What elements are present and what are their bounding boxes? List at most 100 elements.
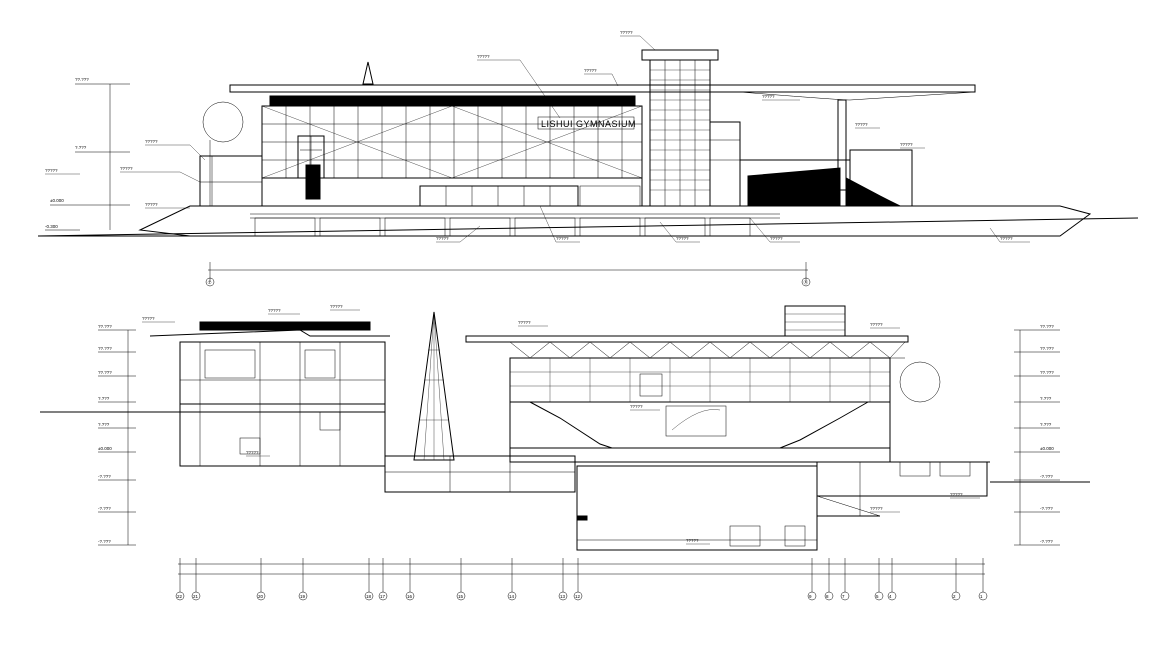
note: ????? <box>556 236 569 241</box>
spire <box>362 61 374 85</box>
ground-line <box>37 217 1139 237</box>
axis-bubble: 16 <box>405 591 415 601</box>
note: ????? <box>950 492 963 497</box>
level-text: ?.??? <box>98 422 110 427</box>
note: ????? <box>246 450 259 455</box>
note: ????? <box>770 236 783 241</box>
axis-bubble: 20 <box>256 591 266 601</box>
level-text: ??.??? <box>98 324 112 329</box>
axis-label: 2 <box>953 594 956 599</box>
grid-label-left: ① <box>208 280 213 285</box>
axis-bubble: 18 <box>364 591 374 601</box>
axis-label: 8 <box>826 594 829 599</box>
level-text: ?.??? <box>75 145 87 150</box>
axis-bubble: 21 <box>191 591 201 601</box>
note: ????? <box>870 506 883 511</box>
axis-bubble: 9 <box>807 591 817 601</box>
note: ????? <box>330 304 343 309</box>
axis-label: 21 <box>193 594 199 599</box>
spire-section <box>413 311 455 461</box>
note: ????? <box>900 142 913 147</box>
note: ????? <box>676 236 689 241</box>
level-text: ??.??? <box>75 77 89 82</box>
axis-bubble: 1 <box>978 591 988 601</box>
grid-label-right: Ⓐ <box>804 279 809 286</box>
note: ????? <box>45 168 58 173</box>
axis-bubble: 14 <box>507 591 517 601</box>
note: ????? <box>630 404 643 409</box>
building-section: ??.??? ??.??? ??.??? ?.??? ?.??? ±0.000 … <box>40 304 1090 601</box>
axis-bubble: 15 <box>456 591 466 601</box>
grid-bubble-right <box>801 277 811 287</box>
axis-bubble: 2 <box>951 591 961 601</box>
level-text: ?.??? <box>1040 422 1052 427</box>
elevation-leaders: ????? ????? ????? ????? ????? ????? ????… <box>45 30 1030 243</box>
note: ????? <box>870 322 883 327</box>
axis-label: 18 <box>366 594 372 599</box>
axis-dimension-chain: 22 21 20 19 18 17 16 15 14 13 12 9 8 7 5… <box>175 558 988 601</box>
level-text: ±0.000 <box>50 198 64 203</box>
note: ????? <box>1000 236 1013 241</box>
level-text: ??.??? <box>1040 370 1054 375</box>
level-text: -?.??? <box>98 539 111 544</box>
section-leaders: ????? ????? ????? ????? ????? ????? ????… <box>142 304 980 545</box>
axis-label: 7 <box>842 594 845 599</box>
axis-bubble: 12 <box>573 591 583 601</box>
level-marks: ??.??? ?.??? ±0.000 -0.300 <box>45 77 130 231</box>
level-text: -0.300 <box>45 224 58 229</box>
level-text: -?.??? <box>1040 506 1053 511</box>
axis-label: 9 <box>809 594 812 599</box>
west-annex <box>199 155 263 207</box>
note: ????? <box>855 122 868 127</box>
axis-bubble: 8 <box>824 591 834 601</box>
level-text: -?.??? <box>1040 474 1053 479</box>
tower <box>641 49 719 207</box>
sign-panel <box>537 116 635 130</box>
east-core <box>709 121 741 207</box>
roof-fascia <box>269 95 636 107</box>
podium-bays <box>254 217 751 237</box>
note: ????? <box>142 316 155 321</box>
level-text: ??.??? <box>1040 324 1054 329</box>
axis-bubble: 17 <box>378 591 388 601</box>
podium <box>138 205 1092 237</box>
level-text: ??.??? <box>98 346 112 351</box>
right-level-scale: ??.??? ??.??? ??.??? ?.??? ?.??? ±0.000 … <box>1014 324 1060 546</box>
axis-label: 15 <box>458 594 464 599</box>
note: ????? <box>518 320 531 325</box>
axis-bubble: 19 <box>298 591 308 601</box>
connector <box>384 455 576 493</box>
axis-label: 22 <box>177 594 183 599</box>
axis-label: 14 <box>509 594 515 599</box>
axis-bubble: 22 <box>175 591 185 601</box>
canopy-column <box>837 99 847 191</box>
note: ????? <box>620 30 633 35</box>
axis-label: 5 <box>876 594 879 599</box>
axis-label: 17 <box>380 594 386 599</box>
level-text: ?.??? <box>98 396 110 401</box>
arena-section <box>465 305 990 551</box>
level-text: ?.??? <box>1040 396 1052 401</box>
note: ????? <box>145 202 158 207</box>
level-text: ??.??? <box>1040 346 1054 351</box>
left-level-scale: ??.??? ??.??? ??.??? ?.??? ?.??? ±0.000 … <box>98 324 136 546</box>
note: ????? <box>477 54 490 59</box>
axis-bubble: 13 <box>558 591 568 601</box>
axis-label: 13 <box>560 594 566 599</box>
south-elevation: LISHUI GYMNASIUM <box>37 30 1139 287</box>
basement <box>576 465 818 551</box>
note: ????? <box>268 308 281 313</box>
building-sign: LISHUI GYMNASIUM <box>541 119 636 129</box>
level-text: -?.??? <box>1040 539 1053 544</box>
axis-label: 1 <box>980 594 983 599</box>
note: ????? <box>145 139 158 144</box>
stand-shadow <box>747 167 841 207</box>
axis-bubble: 5 <box>874 591 884 601</box>
level-text: ±0.000 <box>98 446 112 451</box>
level-text: ??.??? <box>98 370 112 375</box>
axis-bubble: 4 <box>887 591 897 601</box>
round-feature <box>202 101 244 143</box>
level-text: ±0.000 <box>1040 446 1054 451</box>
axis-label: 20 <box>258 594 264 599</box>
